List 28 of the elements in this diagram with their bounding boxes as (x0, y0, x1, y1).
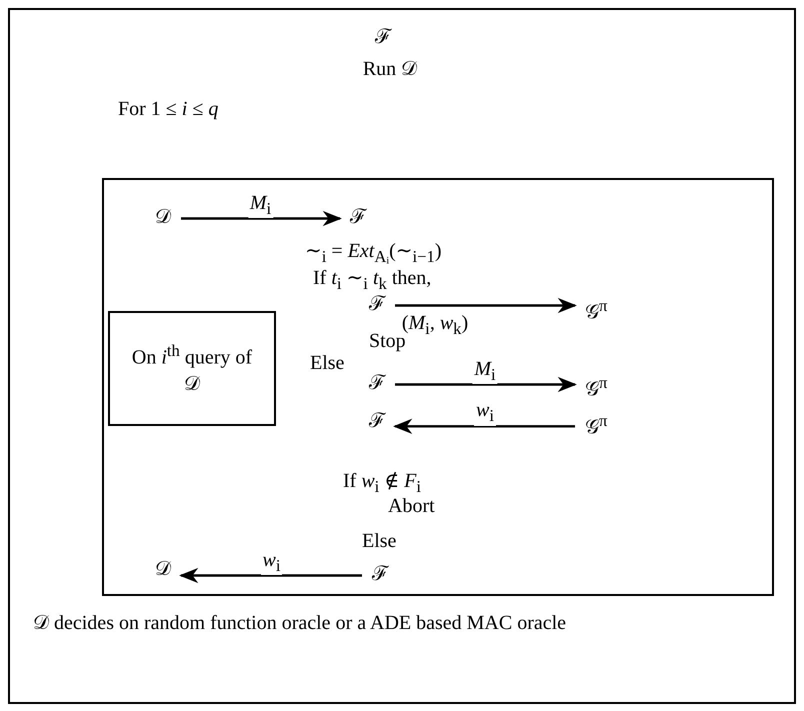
party-symbol: ℱ (369, 293, 385, 316)
outer-frame (8, 8, 796, 704)
party-symbol: 𝒟 (155, 558, 171, 581)
math-text: Else (310, 352, 344, 375)
math-text: 𝒟 decides on random function oracle or a ADE based MAC oracle (33, 612, 566, 635)
party-symbol: 𝒢$^{π}$ (585, 411, 608, 440)
arrow (181, 210, 342, 226)
math-text: Abort (388, 495, 435, 518)
math-text: For 1 ≤ i ≤ q (118, 98, 218, 121)
query-text: On i$^{th}$ query of 𝒟 (131, 340, 253, 397)
arrow (393, 418, 575, 434)
party-symbol: 𝒢$^{π}$ (585, 296, 608, 325)
party-symbol: ℱ (369, 410, 385, 433)
math-text: If t$_{i}$ ∼$_{i}$ t$_{k}$ then, (313, 267, 432, 294)
party-symbol: 𝒟 (155, 206, 171, 229)
party-symbol: ℱ (369, 372, 385, 395)
party-symbol: ℱ (372, 563, 388, 586)
math-text: If w$_{i}$ ∉ F$_{i}$ (343, 470, 421, 496)
party-symbol: 𝒢$^{π}$ (585, 373, 608, 402)
arrow (179, 568, 362, 584)
arrow (395, 376, 577, 392)
math-text: Run 𝒟 (362, 58, 418, 81)
party-symbol: ℱ (350, 206, 366, 229)
query-box (108, 311, 276, 426)
math-text: ℱ (375, 26, 391, 49)
math-text: ∼$_{i}$ = Ext$_{Aᵢ}$(∼$_{i−1}$) (305, 240, 442, 266)
inner-frame (102, 178, 774, 596)
math-text: Else (362, 530, 396, 553)
